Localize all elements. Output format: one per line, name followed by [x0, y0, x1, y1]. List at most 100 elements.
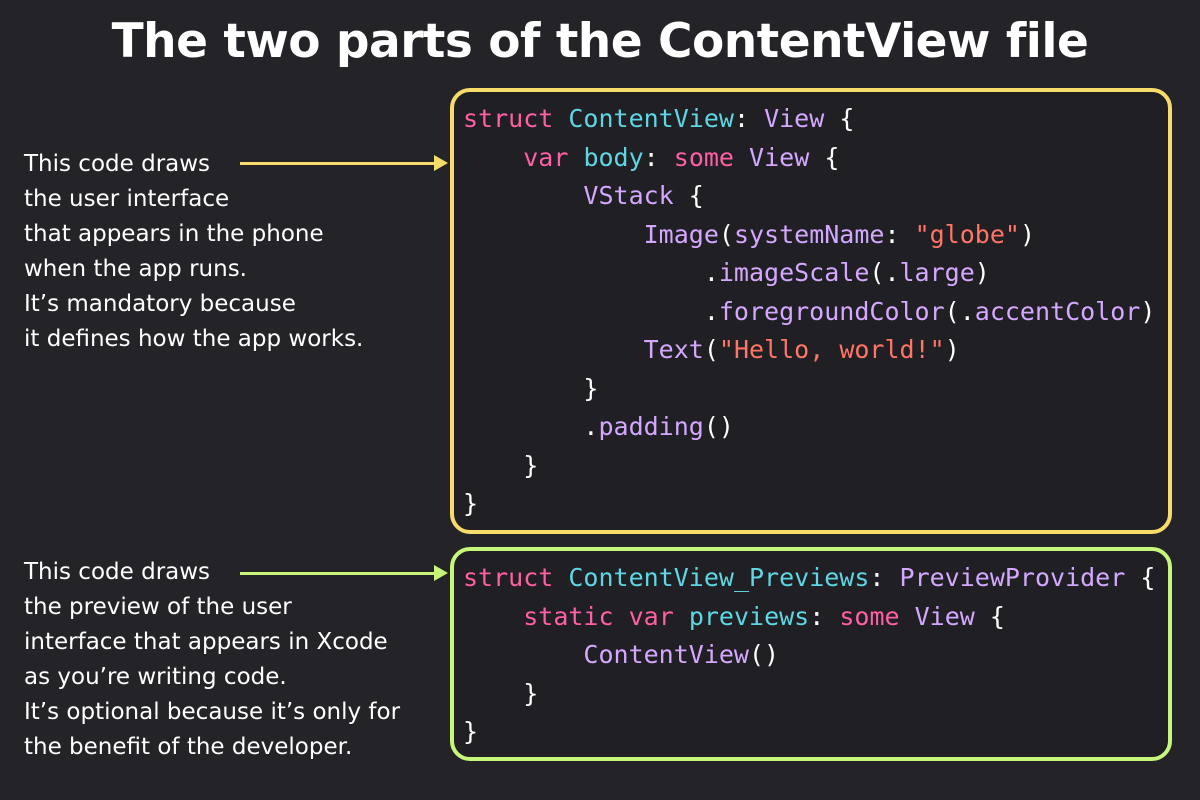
arrow-shaft — [240, 572, 440, 575]
code-token — [463, 640, 583, 669]
code-token: ) — [944, 335, 960, 364]
code-token: : — [809, 601, 840, 631]
arrow-shaft — [240, 162, 440, 165]
code-token: . — [463, 412, 599, 441]
code-token — [614, 602, 629, 631]
code-token — [463, 602, 523, 631]
code-token: "Hello, world!" — [718, 335, 945, 364]
code-token: { — [1125, 563, 1156, 592]
code-line: Image(systemName: "globe") — [463, 216, 1155, 255]
code-line: Text("Hello, world!") — [463, 331, 1155, 370]
code-token: } — [463, 717, 479, 746]
code-token: . — [463, 258, 719, 287]
arrow-right-icon — [240, 155, 448, 171]
code-token: accentColor — [974, 296, 1141, 326]
code-token: static — [523, 601, 614, 631]
arrow-head — [434, 155, 448, 171]
code-token: previews — [688, 601, 810, 631]
code-block-previews: struct ContentView_Previews: PreviewProv… — [450, 547, 1172, 761]
code-token: { — [809, 142, 840, 172]
code-line: .padding() — [463, 408, 1155, 447]
code-token: { — [974, 601, 1005, 631]
code-token: ContentView_Previews — [568, 563, 870, 592]
code-content-view: struct ContentView: View { var body: som… — [463, 100, 1155, 524]
code-token: some — [673, 142, 734, 172]
annotation-line: as you’re writing code. — [24, 664, 287, 690]
code-token: imageScale — [718, 258, 870, 287]
code-line: var body: some View { — [463, 139, 1155, 178]
annotation-line: It’s optional because it’s only for — [24, 699, 401, 725]
code-token — [568, 143, 583, 172]
annotation-line: This code draws — [24, 151, 211, 177]
code-token: { — [824, 104, 855, 133]
code-token: var — [628, 601, 674, 631]
code-token — [900, 602, 915, 631]
code-token — [463, 335, 644, 364]
code-token: struct — [463, 563, 554, 592]
annotation-line: when the app runs. — [24, 256, 247, 282]
code-token: var — [523, 142, 569, 172]
code-token — [463, 181, 583, 210]
page-title: The two parts of the ContentView file — [111, 14, 1089, 69]
annotation-user-interface: This code draws the user interface that … — [24, 147, 363, 357]
code-token: } — [463, 450, 539, 480]
code-line: } — [463, 447, 1155, 486]
annotation-line: the benefit of the developer. — [24, 734, 353, 760]
code-line: } — [463, 713, 1155, 752]
code-token: ) — [1019, 219, 1035, 249]
annotation-line: that appears in the phone — [24, 221, 324, 247]
code-token: View — [749, 142, 810, 172]
code-token: View — [764, 104, 825, 133]
code-token: padding — [598, 412, 704, 441]
code-token: { — [673, 181, 704, 210]
code-line: } — [463, 485, 1155, 524]
code-token: . — [463, 296, 719, 326]
code-token: ContentView — [583, 640, 749, 669]
code-line: .foregroundColor(.accentColor) — [463, 293, 1156, 332]
code-token: large — [899, 258, 975, 287]
code-content-view-previews: struct ContentView_Previews: PreviewProv… — [463, 559, 1155, 752]
code-token: : — [884, 219, 915, 249]
code-token: some — [839, 601, 900, 631]
annotation-line: the preview of the user — [24, 594, 292, 620]
code-token — [734, 143, 749, 172]
code-token: ) — [1140, 296, 1156, 326]
code-token: : — [733, 104, 765, 133]
code-token: ContentView — [568, 104, 734, 133]
code-token: : — [643, 142, 674, 172]
code-token — [674, 602, 689, 631]
arrow-head — [434, 565, 448, 581]
annotation-preview: This code draws the preview of the user … — [24, 555, 400, 765]
code-line: static var previews: some View { — [463, 598, 1155, 637]
code-token: () — [703, 412, 734, 441]
code-token: systemName — [733, 219, 885, 249]
code-token: struct — [463, 104, 554, 133]
code-token: body — [583, 142, 644, 172]
code-token: ) — [974, 258, 990, 287]
code-line: .imageScale(.large) — [463, 254, 1155, 293]
arrow-right-icon — [240, 565, 448, 581]
annotation-line: This code draws — [24, 559, 211, 585]
code-token: } — [463, 678, 539, 708]
annotation-line: the user interface — [24, 186, 230, 212]
code-token — [553, 563, 568, 592]
code-token: } — [463, 373, 599, 403]
code-line: struct ContentView: View { — [463, 100, 1155, 139]
code-token: (. — [869, 258, 900, 287]
code-token: ( — [703, 335, 719, 364]
code-line: } — [463, 370, 1155, 409]
code-token: () — [749, 640, 780, 669]
code-block-content-view: struct ContentView: View { var body: som… — [450, 88, 1172, 534]
code-token: } — [463, 489, 479, 518]
code-token — [553, 104, 568, 133]
code-line: VStack { — [463, 177, 1155, 216]
code-token: VStack — [583, 181, 674, 210]
code-token — [463, 143, 523, 172]
code-token — [463, 220, 644, 249]
code-token: ( — [718, 219, 734, 249]
code-line: struct ContentView_Previews: PreviewProv… — [463, 559, 1155, 598]
code-line: ContentView() — [463, 636, 1155, 675]
code-token: View — [914, 601, 975, 631]
code-token: Text — [643, 335, 704, 364]
code-token: (. — [944, 296, 975, 326]
